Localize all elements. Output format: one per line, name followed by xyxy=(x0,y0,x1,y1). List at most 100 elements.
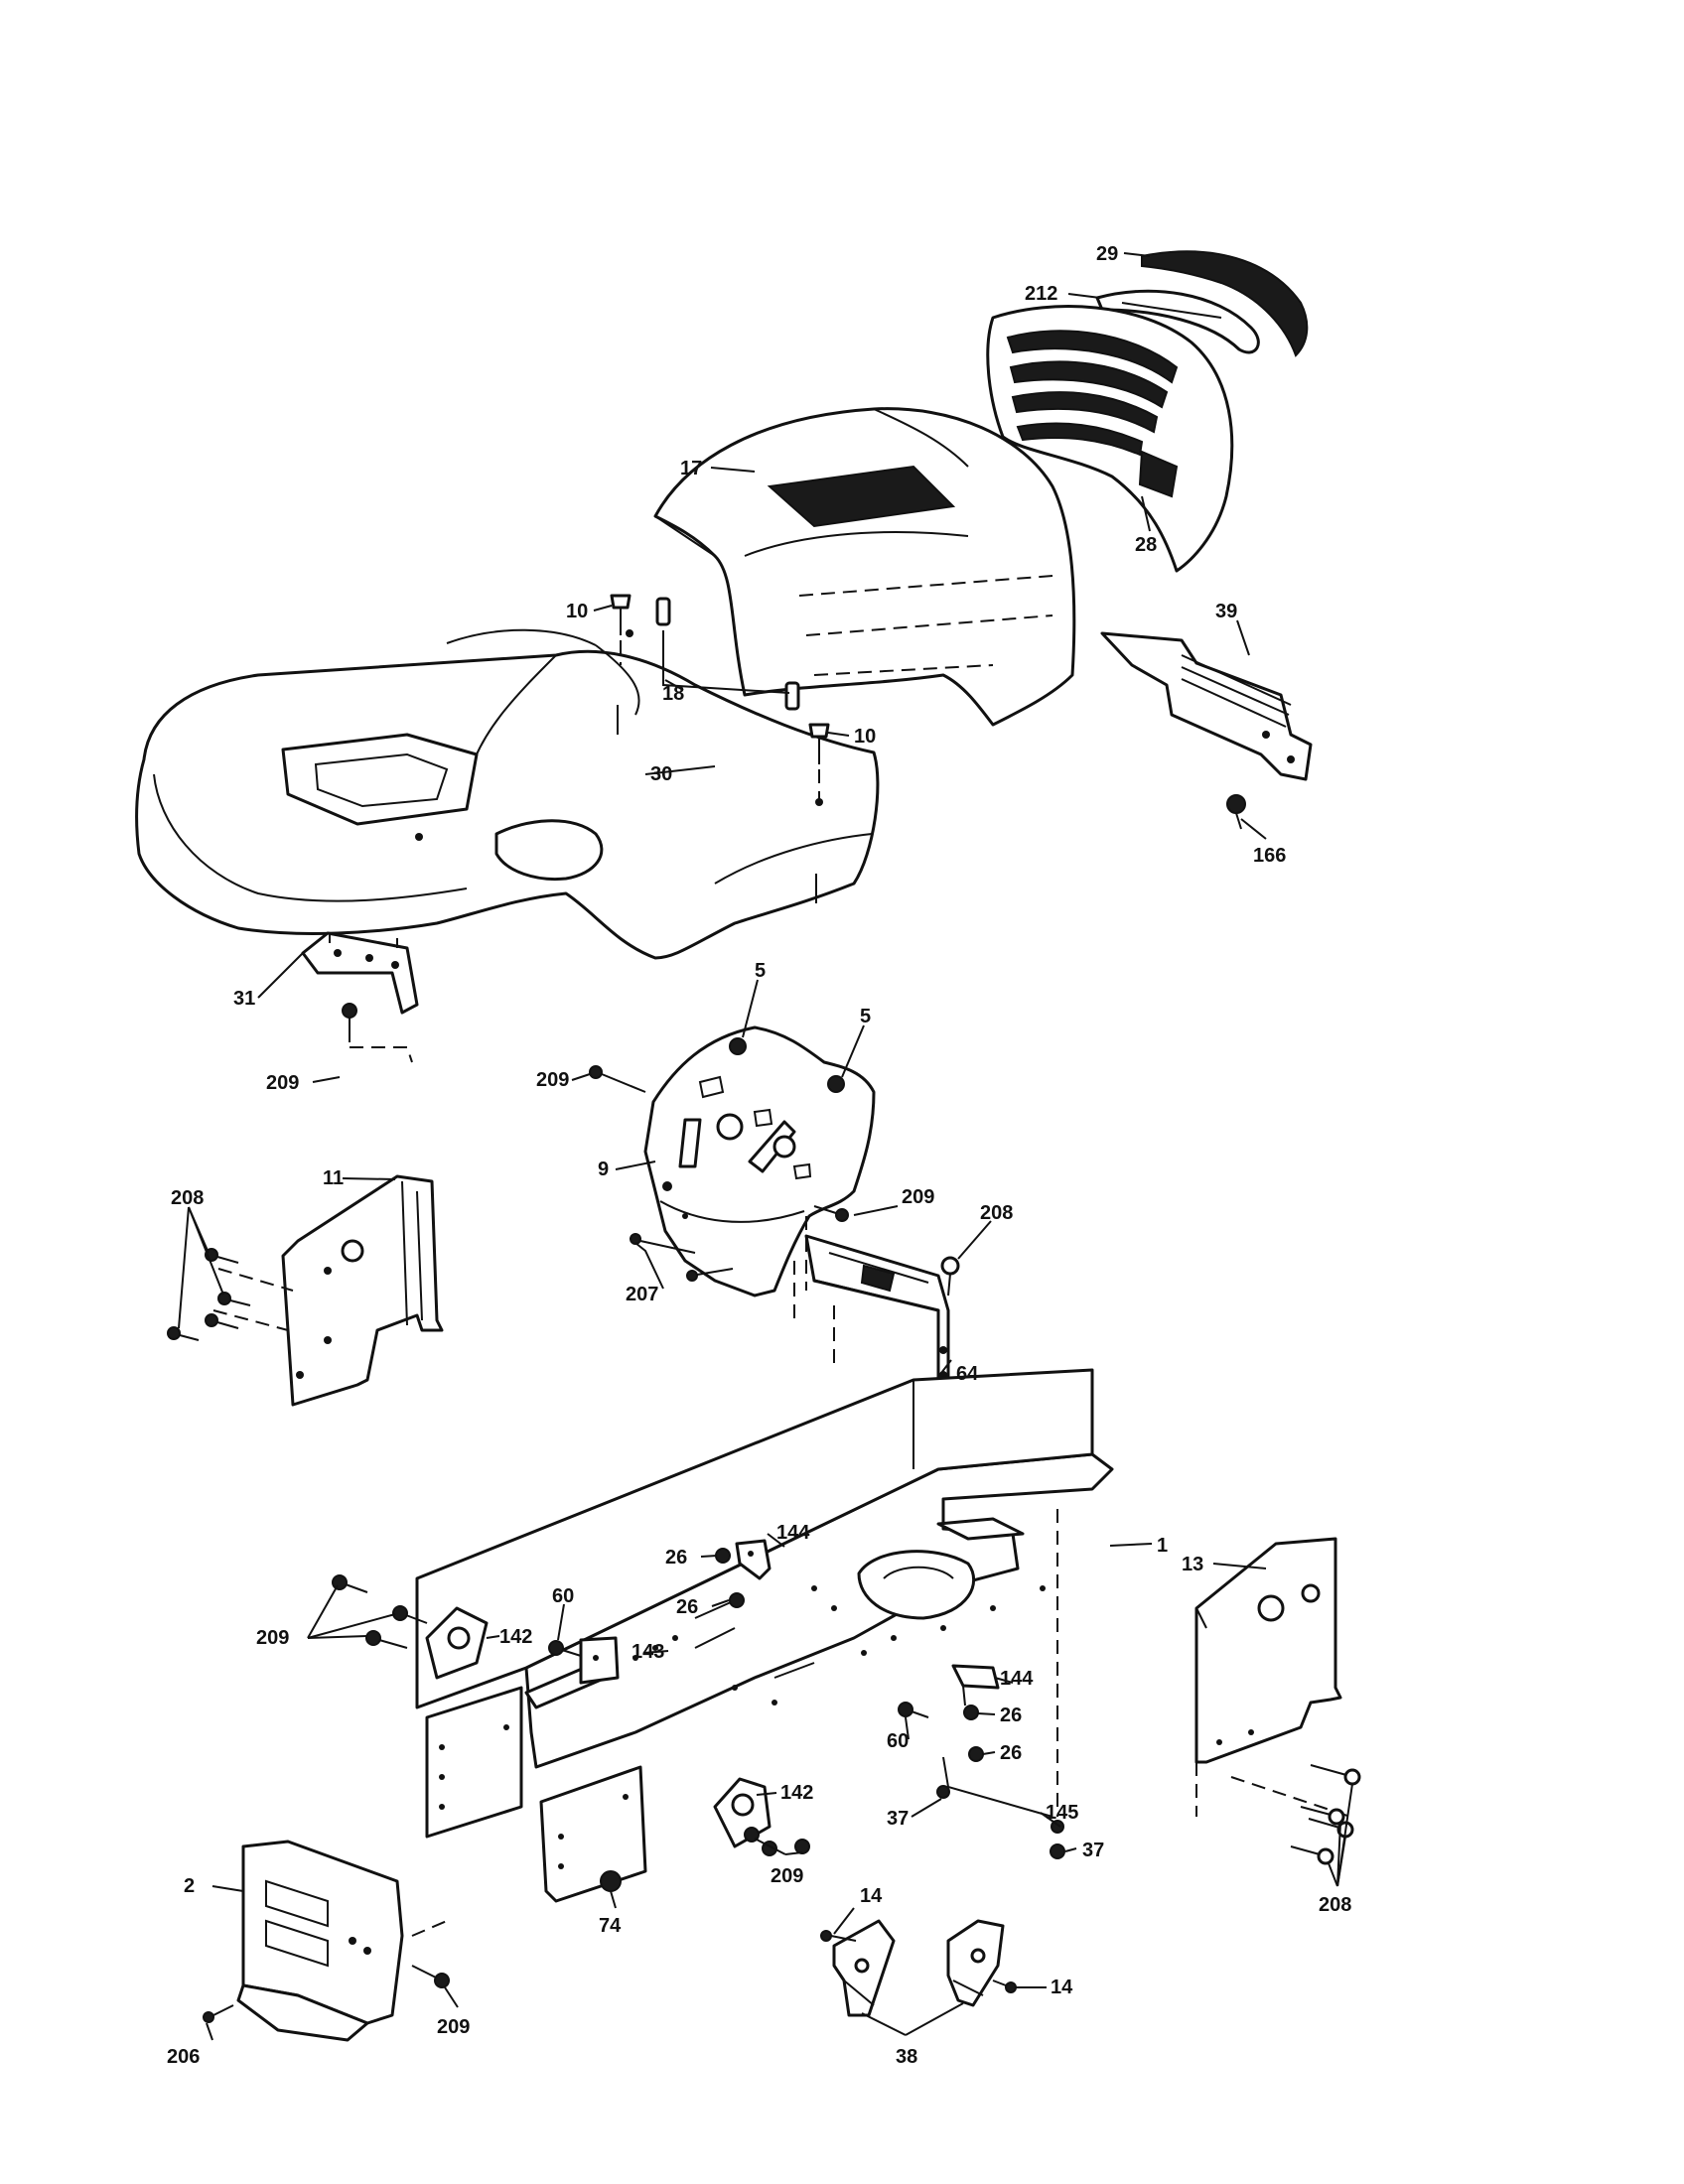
label-39: 39 xyxy=(1215,601,1237,622)
label-38: 38 xyxy=(896,2046,917,2068)
screw-14-right xyxy=(992,1979,1017,1993)
label-142b: 142 xyxy=(780,1782,813,1804)
bolts-208-right xyxy=(1290,1764,1361,1865)
nut-26-right-a xyxy=(963,1705,979,1720)
part-166-fastener xyxy=(1226,794,1246,830)
part-38-left xyxy=(832,1919,896,2017)
label-209f: 209 xyxy=(437,2016,470,2038)
side-plate-left xyxy=(425,1686,523,1839)
label-5a: 5 xyxy=(755,960,766,982)
nut-5a xyxy=(729,1037,747,1055)
bolt-208-box xyxy=(940,1256,960,1297)
bolt-209-front xyxy=(411,1965,450,1988)
clip-144-right xyxy=(951,1664,1000,1706)
label-37b: 37 xyxy=(1082,1840,1104,1861)
part-28-grille xyxy=(986,305,1234,573)
label-18: 18 xyxy=(662,683,684,705)
bolt-10-right xyxy=(808,723,830,799)
spacer-74 xyxy=(600,1870,622,1892)
label-14b: 14 xyxy=(1051,1977,1073,1998)
label-212: 212 xyxy=(1025,283,1057,305)
label-144b: 144 xyxy=(1000,1668,1034,1690)
label-11: 11 xyxy=(323,1167,344,1189)
label-207: 207 xyxy=(626,1284,658,1305)
callout-labels: 29 212 28 17 10 10 18 30 39 166 31 209 5… xyxy=(167,243,1351,2068)
part-2-plate xyxy=(236,1840,448,2042)
part-11-plate xyxy=(212,1174,444,1407)
bolt-60-left xyxy=(548,1640,582,1657)
part-17-hood xyxy=(653,407,1076,727)
side-plate-right xyxy=(539,1765,647,1903)
label-26c: 26 xyxy=(1000,1705,1022,1726)
frame-holes xyxy=(632,1585,1046,1706)
bumper-18 xyxy=(655,597,800,711)
bolt-60-right xyxy=(898,1702,929,1718)
label-142a: 142 xyxy=(499,1626,532,1648)
rod-145 xyxy=(936,1509,1065,1859)
bolt-209-panel xyxy=(589,1065,646,1093)
label-208c: 208 xyxy=(1319,1894,1351,1916)
nut-26-right-b xyxy=(968,1746,984,1762)
label-209c: 209 xyxy=(902,1186,934,1208)
label-10b: 10 xyxy=(854,726,876,748)
label-31: 31 xyxy=(233,988,255,1010)
label-209e: 209 xyxy=(771,1865,803,1887)
label-206: 206 xyxy=(167,2046,200,2068)
bolt-207 xyxy=(630,1233,734,1282)
label-9: 9 xyxy=(598,1159,609,1180)
part-9-panel xyxy=(643,1025,876,1297)
nut-26-top-b xyxy=(729,1592,745,1608)
label-13: 13 xyxy=(1182,1554,1203,1575)
part-64-bracket xyxy=(793,1234,950,1397)
label-64: 64 xyxy=(956,1363,979,1385)
nut-26-top-a xyxy=(715,1548,731,1564)
part-29-trim xyxy=(1141,250,1309,357)
part-142-right xyxy=(713,1777,772,1848)
label-74: 74 xyxy=(599,1915,622,1937)
label-209a: 209 xyxy=(266,1072,299,1094)
leader-lines xyxy=(178,252,1353,2041)
part-212-insert xyxy=(1095,289,1260,354)
nut-5b xyxy=(827,1075,845,1093)
label-28: 28 xyxy=(1135,534,1157,556)
label-143: 143 xyxy=(632,1641,664,1663)
label-209d: 209 xyxy=(256,1627,289,1649)
label-166: 166 xyxy=(1253,845,1286,867)
bolt-10-left xyxy=(610,594,632,665)
label-60b: 60 xyxy=(887,1730,909,1752)
bolt-209-panel-right xyxy=(813,1205,849,1222)
label-17: 17 xyxy=(680,458,702,479)
label-209b: 209 xyxy=(536,1069,569,1091)
part-13-plate xyxy=(1194,1537,1351,1818)
part-30-fender xyxy=(135,628,880,960)
bolts-209-right-group xyxy=(744,1827,810,1856)
bolts-209-left-group xyxy=(332,1574,428,1649)
bolt-209-top xyxy=(342,1003,413,1063)
label-2: 2 xyxy=(184,1875,195,1897)
label-208a: 208 xyxy=(980,1202,1013,1224)
label-145: 145 xyxy=(1046,1802,1078,1824)
label-30: 30 xyxy=(650,763,672,785)
bolt-206 xyxy=(203,2004,234,2023)
label-144a: 144 xyxy=(776,1522,810,1544)
screw-14-left xyxy=(820,1930,857,1942)
bolts-208-left xyxy=(167,1248,251,1341)
label-60a: 60 xyxy=(552,1585,574,1607)
label-5b: 5 xyxy=(860,1006,871,1027)
label-29: 29 xyxy=(1096,243,1118,265)
label-1: 1 xyxy=(1157,1535,1168,1557)
part-142-left xyxy=(425,1606,489,1680)
label-26d: 26 xyxy=(1000,1742,1022,1764)
label-37a: 37 xyxy=(887,1808,909,1830)
clip-144-top xyxy=(735,1539,772,1580)
label-26b: 26 xyxy=(676,1596,698,1618)
part-39-bracket xyxy=(1100,631,1313,781)
label-10a: 10 xyxy=(566,601,588,622)
label-14a: 14 xyxy=(860,1885,883,1907)
label-26a: 26 xyxy=(665,1547,687,1569)
part-31-bracket xyxy=(301,931,419,1015)
label-208b: 208 xyxy=(171,1187,204,1209)
bracket-143 xyxy=(579,1636,620,1685)
